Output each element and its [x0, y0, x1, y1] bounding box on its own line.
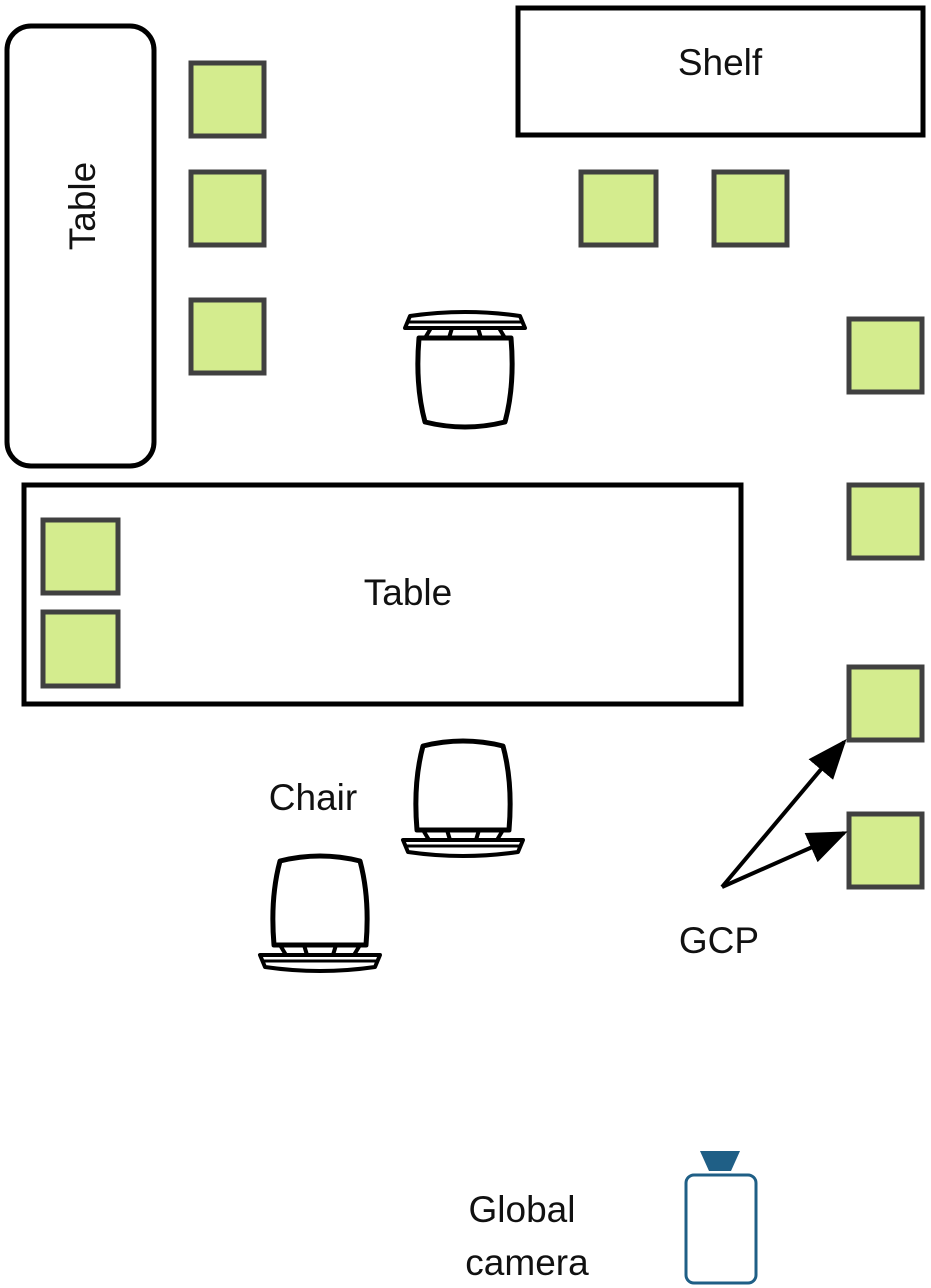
chair-icon — [405, 312, 525, 427]
gcp-marker — [188, 297, 267, 376]
chair-label: Chair — [269, 777, 357, 818]
gcp-marker — [40, 517, 121, 596]
shelf-label: Shelf — [678, 42, 763, 83]
camera-label-line1: Global — [469, 1189, 576, 1230]
camera-label-line2: camera — [465, 1242, 589, 1283]
gcp-marker — [846, 482, 925, 561]
gcp-marker — [188, 169, 267, 248]
camera-icon — [684, 1151, 758, 1285]
shelf — [515, 5, 926, 138]
gcp-arrow — [720, 738, 847, 889]
center-table — [21, 482, 744, 707]
gcp-marker — [846, 811, 925, 890]
gcp-marker — [711, 169, 790, 248]
gcp-marker — [846, 664, 925, 743]
center-table-label: Table — [364, 572, 452, 613]
chair-icon — [403, 741, 523, 856]
left-table — [4, 23, 157, 469]
gcp-marker — [578, 169, 659, 248]
gcp-marker — [188, 60, 267, 139]
gcp-arrow — [721, 831, 848, 889]
left-table-label: Table — [62, 162, 103, 250]
gcp-markers — [40, 60, 925, 890]
gcp-marker — [846, 316, 925, 395]
gcp-marker — [40, 609, 121, 689]
chair-icon — [260, 856, 380, 971]
gcp-label: GCP — [679, 920, 759, 961]
